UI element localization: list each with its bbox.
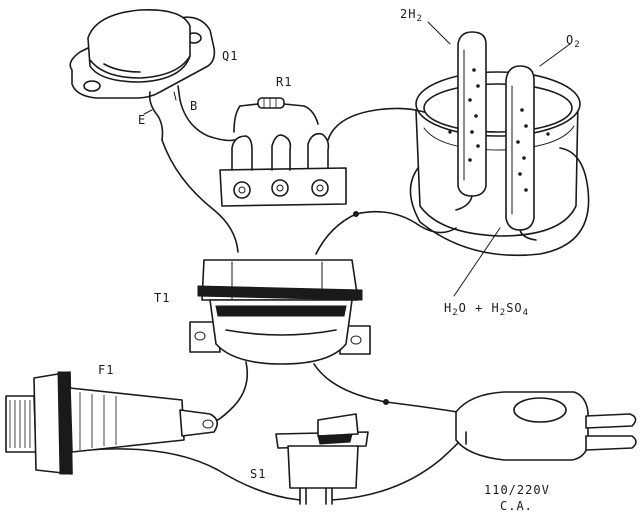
- gas-bubbles: [448, 68, 550, 192]
- label-s1: S1: [250, 467, 266, 481]
- label-electrolyte: H2O + H2SO4: [444, 301, 529, 318]
- transformer-t1: [189, 259, 371, 365]
- switch-s1: [275, 413, 369, 505]
- transistor-q1: [69, 9, 216, 141]
- label-oxygen: O2: [566, 33, 581, 50]
- electrolysis-vessel: [415, 31, 581, 241]
- resistor-r1: [233, 97, 319, 133]
- label-ca: C.A.: [500, 499, 533, 513]
- label-e: E: [138, 113, 146, 127]
- label-r1: R1: [276, 75, 292, 89]
- label-q1: Q1: [222, 49, 238, 63]
- terminal-strip: [219, 132, 347, 207]
- component-labels: Q1 R1 B E 2H2 O2 H2O + H2SO4 T1 F1 S1 11…: [98, 7, 581, 513]
- mains-plug: [455, 391, 637, 461]
- label-voltage: 110/220V: [484, 483, 550, 497]
- label-b: B: [190, 99, 198, 113]
- label-hydrogen: 2H2: [400, 7, 423, 24]
- label-t1: T1: [154, 291, 170, 305]
- fuse-holder-f1: [5, 371, 218, 475]
- label-f1: F1: [98, 363, 114, 377]
